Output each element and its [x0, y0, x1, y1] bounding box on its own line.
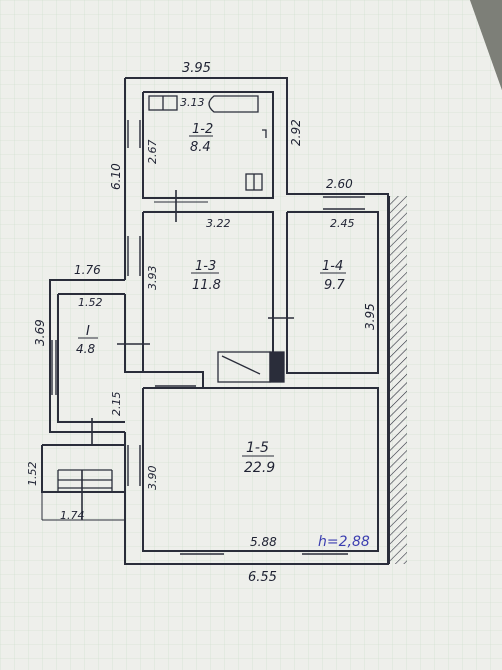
room-1-4: 1-4 9.7 — [320, 259, 346, 293]
dim-room15-height: 3.90 — [146, 466, 159, 491]
dim-top-width: 3.95 — [182, 61, 211, 76]
porch-steps — [57, 469, 113, 492]
room-area: 22.9 — [244, 460, 275, 476]
dim-room14-top: 2.45 — [330, 217, 355, 230]
dim-corridor-outer: 1.76 — [74, 263, 101, 277]
room-1-2: 1-2 8.4 — [189, 122, 213, 155]
dim-corridor-lower: 2.15 — [110, 392, 123, 417]
ceiling-height: h=2,88 — [318, 534, 370, 550]
dim-room13-top: 3.22 — [206, 217, 231, 230]
dim-bath-width: 3.13 — [180, 96, 205, 109]
hatched-wall — [389, 196, 407, 564]
room-area: 8.4 — [190, 140, 211, 155]
bath-fixtures — [148, 95, 267, 191]
room-id: 1-4 — [322, 259, 343, 274]
dim-corridor-height: 3.69 — [33, 319, 47, 346]
dim-porch-width: 1.74 — [60, 509, 85, 522]
dim-corridor-inner: 1.52 — [78, 296, 103, 309]
dim-top-right-width: 2.60 — [326, 177, 353, 191]
dim-left-height: 6.10 — [109, 163, 123, 190]
room-area: 4.8 — [76, 342, 95, 356]
dim-room13-height: 3.93 — [146, 266, 159, 291]
dim-bottom-width: 6.55 — [248, 570, 277, 585]
room-area: 11.8 — [192, 278, 221, 293]
room-id: 1-2 — [192, 122, 213, 137]
room-i: I 4.8 — [76, 324, 98, 356]
dim-room15-width: 5.88 — [250, 535, 277, 549]
room-area: 9.7 — [324, 278, 345, 293]
door-ticks — [81, 190, 294, 520]
dim-bath-height: 2.67 — [146, 140, 159, 165]
dimension-lines — [41, 279, 125, 521]
room-labels: 1-2 8.4 1-3 11.8 1-4 9.7 I 4.8 1-5 22.9 — [76, 122, 346, 476]
room-id: I — [86, 324, 90, 339]
dim-room14-height: 3.95 — [363, 303, 377, 330]
windows — [51, 120, 365, 565]
room-id: 1-5 — [246, 440, 269, 456]
dim-bath-right: 2.92 — [289, 119, 303, 146]
stove — [217, 351, 285, 383]
room-id: 1-3 — [195, 259, 216, 274]
room-1-3: 1-3 11.8 — [191, 259, 221, 293]
dimension-labels: 3.95 6.10 3.13 2.67 2.92 2.60 3.22 2.45 … — [26, 61, 377, 585]
room-1-5: 1-5 22.9 — [242, 440, 275, 476]
dim-porch-height: 1.52 — [26, 462, 39, 487]
